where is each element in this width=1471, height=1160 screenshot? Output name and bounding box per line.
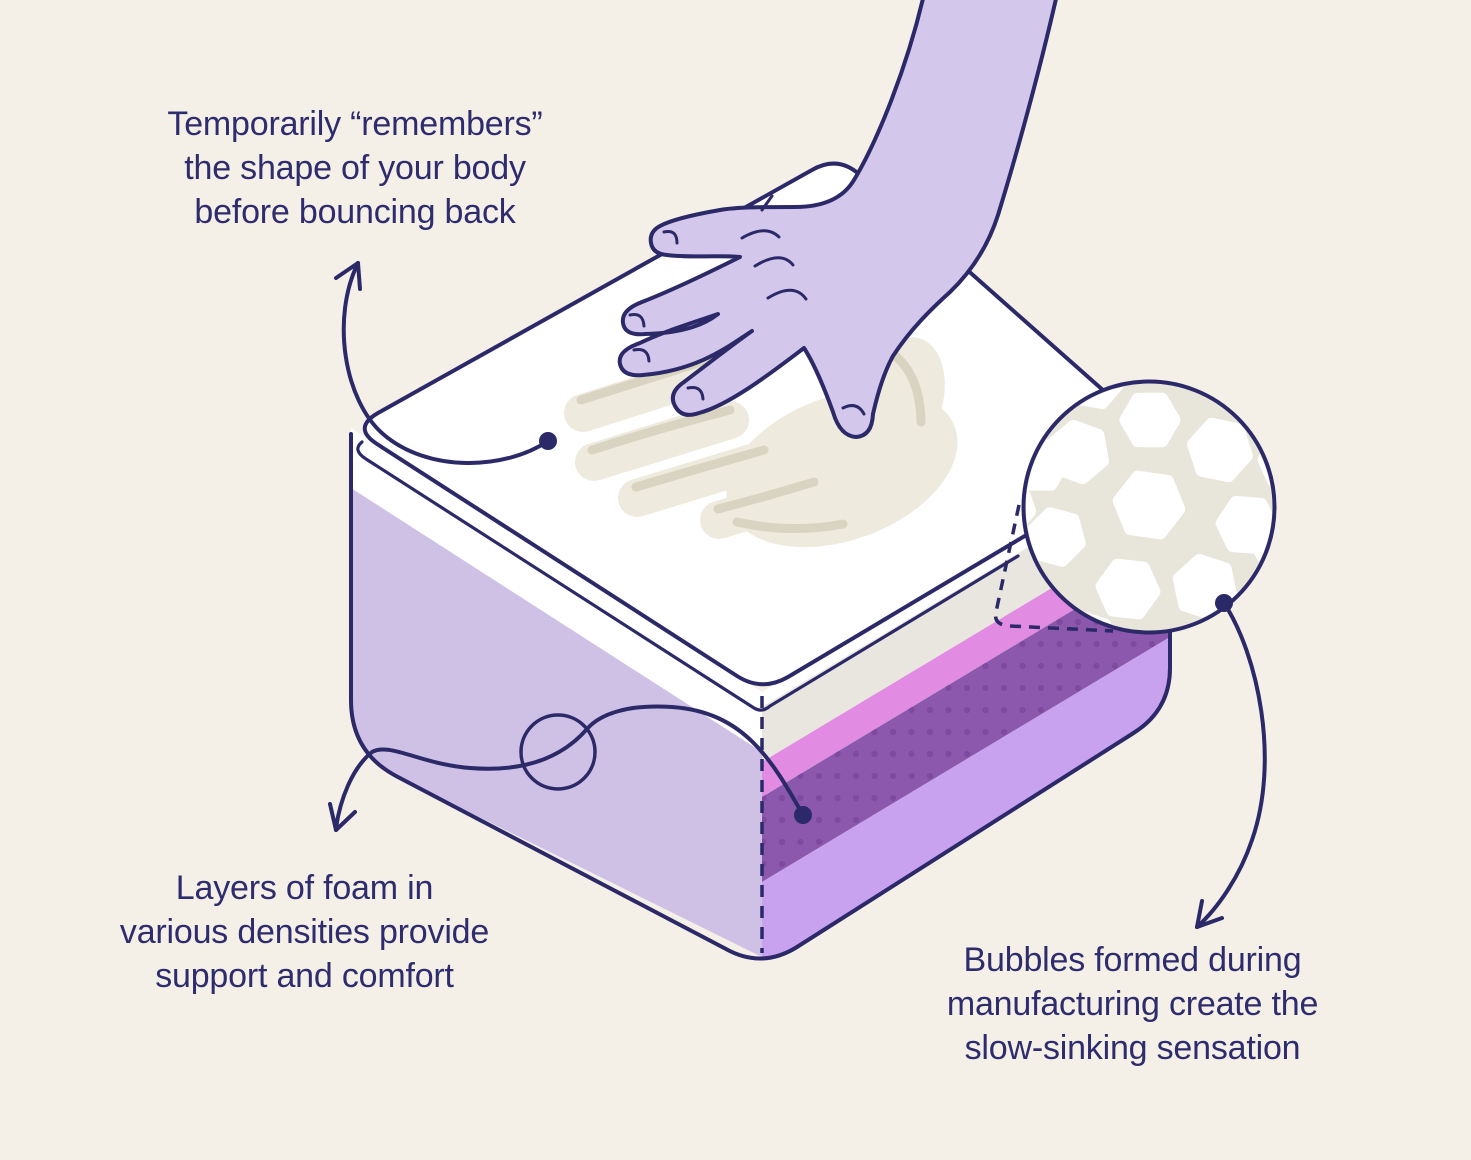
caption-line: Layers of foam in [175, 869, 434, 907]
mattress-outline [349, 432, 1172, 961]
bubble-cell [1145, 320, 1195, 363]
caption-foam-layers: Layers of foam in various densities prov… [72, 866, 537, 998]
magnifier-ring [1021, 379, 1277, 635]
bubble-cell [1254, 527, 1272, 579]
magnifier-leader-dashed [993, 504, 1114, 633]
bubble-cell [1112, 470, 1186, 540]
caption-line: before bouncing back [194, 193, 516, 231]
layer-memory-foam-dots [762, 552, 1170, 882]
hand-detail-lines [628, 194, 866, 416]
bubble-cell [1119, 392, 1181, 448]
arrowhead-bubbles [1195, 899, 1224, 929]
hand-imprint [564, 337, 958, 548]
connector-layers [328, 704, 812, 832]
bubble-cell [1187, 417, 1253, 483]
caption-line: manufacturing create the [946, 985, 1319, 1023]
bubble-cell [1095, 558, 1161, 620]
connector-bubbles [1195, 594, 1267, 929]
caption-line: Temporarily “remembers” [167, 105, 543, 143]
mattress-seam-line [356, 440, 1020, 712]
caption-bubbles: Bubbles formed during manufacturing crea… [900, 938, 1365, 1070]
caption-line: various densities provide [119, 913, 490, 951]
bubble-cell [1026, 507, 1086, 567]
loop-flourish [519, 713, 597, 791]
caption-line: slow-sinking sensation [964, 1029, 1301, 1067]
pressing-hand [617, 0, 1058, 439]
connector-memory [334, 261, 557, 465]
bubble-cell [1217, 384, 1272, 419]
caption-line: Bubbles formed during [963, 941, 1302, 979]
caption-memory-foam-behavior: Temporarily “remembers” the shape of you… [110, 102, 600, 234]
arrowhead-memory [334, 261, 362, 291]
caption-line: support and comfort [155, 957, 454, 995]
arrowhead-layers [328, 802, 357, 832]
caption-line: the shape of your body [184, 149, 526, 187]
